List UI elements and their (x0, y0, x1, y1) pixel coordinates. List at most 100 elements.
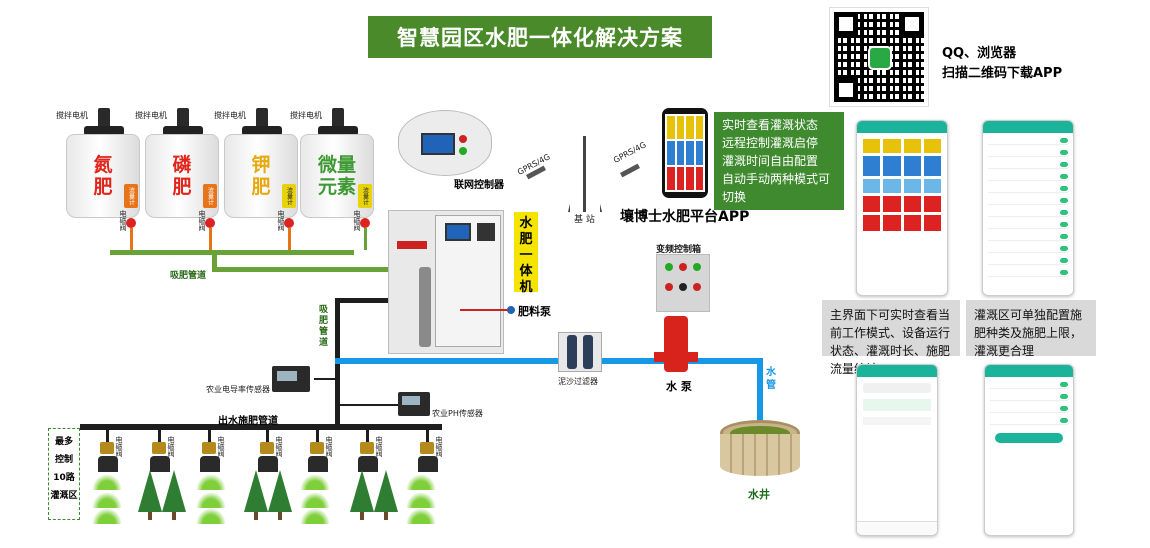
app-screenshot-dashboard (856, 120, 948, 296)
stirring-motor-label: 搅拌电机 (135, 111, 167, 120)
branch-solenoid-valve (152, 442, 166, 454)
tank-label: 磷 肥 (172, 154, 192, 198)
fertilizer-pump-dot (507, 306, 515, 314)
grass-icon (406, 508, 436, 524)
tree-icon (138, 470, 162, 512)
branch-solenoid-valve (310, 442, 324, 454)
app-feature: 实时查看灌溉状态 (722, 118, 819, 132)
solenoid-valve (284, 218, 294, 228)
branch-valve-label: 电磁阀 (275, 436, 283, 457)
app-logo-icon (868, 46, 892, 70)
machine-outlet-pipe (335, 298, 405, 303)
solenoid-valve-label: 电磁阀 (353, 210, 361, 231)
solenoid-valve-label: 电磁阀 (277, 210, 285, 231)
signal-bolt-icon (619, 163, 641, 178)
suction-pipe-horizontal (110, 250, 354, 255)
solenoid-valve (360, 218, 370, 228)
qr-instruction-2: 扫描二维码下载APP (942, 66, 1063, 81)
water-pump-label: 水 泵 (666, 380, 692, 393)
app-screenshot-zone-config (982, 120, 1074, 296)
tree-trunk (172, 512, 176, 520)
stirring-motor-icon (256, 108, 268, 130)
branch-solenoid-valve (360, 442, 374, 454)
controller-screen (421, 133, 455, 155)
tree-trunk (360, 512, 364, 520)
fertilizer-tank: 氮 肥 (66, 134, 140, 218)
branch-solenoid-valve (202, 442, 216, 454)
solenoid-valve-label: 电磁阀 (198, 210, 206, 231)
tank-label: 微量 元素 (317, 154, 356, 198)
app-feature: 远程控制灌溉启停 (722, 136, 819, 150)
base-station-icon (568, 136, 602, 216)
grass-icon (406, 474, 436, 490)
branch-solenoid-valve (420, 442, 434, 454)
ec-sensor (272, 366, 310, 392)
tree-trunk (148, 512, 152, 520)
tree-icon (268, 470, 292, 512)
sprinkler-head-icon (150, 456, 170, 472)
stirring-motor-label: 搅拌电机 (214, 111, 246, 120)
sprinkler-head-icon (200, 456, 220, 472)
water-pipe-vertical (757, 358, 763, 430)
app-screenshot-park-list (856, 364, 938, 536)
filter-label: 泥沙过滤器 (558, 377, 598, 386)
stirring-motor-icon (98, 108, 110, 130)
tree-trunk (278, 512, 282, 520)
branch-valve-label: 电磁阀 (435, 436, 443, 457)
tank-lid (318, 126, 358, 136)
flow-meter: 流量计 (124, 184, 138, 208)
machine-label: 水肥一体机 (514, 212, 538, 295)
branch-valve-label: 电磁阀 (217, 436, 225, 457)
grass-icon (92, 474, 122, 490)
solenoid-valve-label: 电磁阀 (119, 210, 127, 231)
grass-icon (196, 474, 226, 490)
flow-meter: 流量计 (358, 184, 372, 208)
tree-icon (244, 470, 268, 512)
base-station-label: 基 站 (574, 215, 595, 225)
vfd-box-label: 变频控制箱 (656, 245, 702, 255)
sprinkler-head-icon (358, 456, 378, 472)
stirring-motor-label: 搅拌电机 (290, 111, 322, 120)
stirring-motor-icon (332, 108, 344, 130)
machine-screen (445, 223, 471, 241)
vfd-control-box (656, 254, 710, 312)
qr-instruction-1: QQ、浏览器 (942, 46, 1017, 61)
solenoid-valve (126, 218, 136, 228)
caption-zone-config: 灌溉区可单独配置施肥种类及施肥上限，灌溉更合理 (966, 300, 1096, 358)
solenoid-valve (205, 218, 215, 228)
outlet-pipe-label: 出水施肥管道 (218, 416, 278, 427)
app-name: 壤博士水肥平台APP (620, 209, 750, 225)
suction-pipe-connector (212, 255, 217, 271)
water-pump (664, 316, 688, 372)
app-phone (662, 108, 708, 198)
tank-lid (84, 126, 124, 136)
grass-icon (196, 508, 226, 524)
grass-icon (300, 492, 330, 508)
suction-pipe-label: 吸肥管道 (170, 271, 207, 281)
qr-code (829, 7, 929, 107)
tree-trunk (254, 512, 258, 520)
app-feature: 灌溉时间自由配置 (722, 154, 819, 168)
sand-filter (558, 332, 602, 372)
flow-meter: 流量计 (282, 184, 296, 208)
app-screenshot-time-config (984, 364, 1074, 536)
tree-trunk (384, 512, 388, 520)
app-feature: 自动手动两种模式可切换 (722, 172, 831, 204)
zone-count-box: 最多 控制 10路 灌溉区 (48, 428, 80, 520)
ph-sensor (398, 392, 430, 416)
flow-meter: 流量计 (203, 184, 217, 208)
outlet-main-pipe (80, 424, 442, 430)
sprinkler-head-icon (258, 456, 278, 472)
fertigation-machine (388, 210, 504, 354)
caption-main-screen: 主界面下可实时查看当前工作模式、设备运行状态、灌溉时长、施肥流量统计 (822, 300, 960, 376)
branch-solenoid-valve (100, 442, 114, 454)
tree-icon (374, 470, 398, 512)
stirring-motor-icon (177, 108, 189, 130)
sprinkler-head-icon (308, 456, 328, 472)
branch-valve-label: 电磁阀 (375, 436, 383, 457)
app-feature-list: 实时查看灌溉状态 远程控制灌溉启停 灌溉时间自由配置 自动手动两种模式可切换 (714, 112, 844, 210)
grass-icon (300, 508, 330, 524)
water-pipe-horizontal (335, 358, 763, 364)
grass-icon (406, 492, 436, 508)
well-label: 水井 (748, 488, 770, 501)
